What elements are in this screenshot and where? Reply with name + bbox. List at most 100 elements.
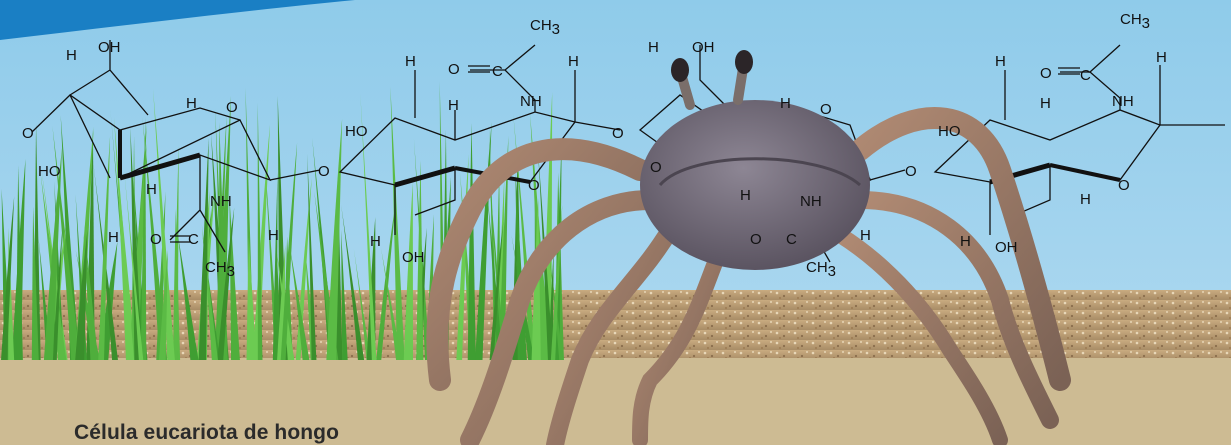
grass-blade xyxy=(413,139,430,360)
grass-blade xyxy=(113,117,135,360)
grass-blade xyxy=(275,244,295,360)
svg-text:NH: NH xyxy=(210,193,232,210)
grass-blade xyxy=(487,191,503,360)
grass-blade xyxy=(83,233,98,360)
svg-text:H: H xyxy=(268,227,279,244)
grass-blade xyxy=(288,241,310,360)
svg-text:H: H xyxy=(568,53,579,70)
grass-blade xyxy=(548,249,554,360)
svg-text:O: O xyxy=(448,61,460,78)
svg-text:H: H xyxy=(995,53,1006,70)
grass-blade xyxy=(467,122,476,360)
grass-blade xyxy=(307,153,317,360)
grass-blade xyxy=(353,248,371,360)
svg-text:H: H xyxy=(740,187,751,204)
svg-text:H: H xyxy=(1040,95,1051,112)
grass-blade xyxy=(153,88,175,360)
svg-text:O: O xyxy=(650,159,662,176)
svg-text:O: O xyxy=(528,177,540,194)
svg-text:H: H xyxy=(648,39,659,56)
svg-text:O: O xyxy=(905,163,917,180)
grass-blade xyxy=(60,115,80,360)
svg-text:H: H xyxy=(66,47,77,64)
svg-text:NH: NH xyxy=(520,93,542,110)
svg-text:CH3: CH3 xyxy=(530,17,560,38)
svg-text:O: O xyxy=(750,231,762,248)
grass-blade xyxy=(252,124,270,361)
svg-text:C: C xyxy=(492,63,503,80)
svg-text:H: H xyxy=(108,229,119,246)
grass-blade xyxy=(38,238,52,360)
grass-blade xyxy=(257,102,263,361)
grass-blade xyxy=(1,196,15,360)
grass-blade xyxy=(40,172,67,360)
grass-blade xyxy=(390,86,405,361)
svg-text:H: H xyxy=(370,233,381,250)
svg-text:C: C xyxy=(1080,67,1091,84)
grass-blade xyxy=(142,117,168,360)
grass-blade xyxy=(214,115,227,360)
grass-blade xyxy=(130,127,143,360)
grass-blade xyxy=(123,167,144,360)
grass-blade xyxy=(246,237,257,360)
svg-text:O: O xyxy=(22,125,34,142)
grass-blade xyxy=(272,172,278,360)
grass-blade xyxy=(75,194,88,360)
grass-blade xyxy=(75,229,88,360)
grass-blade xyxy=(84,224,99,360)
grass-blade xyxy=(304,245,317,360)
grass-blade xyxy=(341,229,348,360)
grass-blade xyxy=(326,118,343,360)
grass-blade xyxy=(158,249,168,360)
svg-text:O: O xyxy=(612,125,624,142)
svg-text:C: C xyxy=(188,231,199,248)
grass-blade xyxy=(487,153,506,360)
svg-text:HO: HO xyxy=(38,163,61,180)
svg-text:C: C xyxy=(786,231,797,248)
grass-blade xyxy=(140,117,147,360)
grass-blade xyxy=(416,160,424,360)
grass-blade xyxy=(489,221,504,360)
grass-blade xyxy=(31,206,39,360)
grass-blade xyxy=(217,207,235,360)
molecule-labels: OH H O HO H O H NH H O C CH3 H O H HO H … xyxy=(22,11,1167,280)
svg-text:H: H xyxy=(448,97,459,114)
svg-text:O: O xyxy=(1040,65,1052,82)
svg-text:O: O xyxy=(226,99,238,116)
svg-text:H: H xyxy=(1156,49,1167,66)
grass-blade xyxy=(380,247,402,360)
grass-blade xyxy=(403,182,414,360)
svg-text:H: H xyxy=(405,53,416,70)
svg-text:H: H xyxy=(146,181,157,198)
grass-blade xyxy=(341,204,365,360)
corner-banner xyxy=(0,0,355,40)
svg-text:CH3: CH3 xyxy=(205,259,235,280)
svg-text:OH: OH xyxy=(692,39,715,56)
svg-text:H: H xyxy=(780,95,791,112)
grass-blade xyxy=(177,232,199,360)
svg-text:HO: HO xyxy=(345,123,368,140)
grass-blade xyxy=(376,202,396,360)
svg-text:CH3: CH3 xyxy=(1120,11,1150,32)
svg-text:H: H xyxy=(1080,191,1091,208)
svg-text:O: O xyxy=(820,101,832,118)
grass-blade xyxy=(245,87,254,361)
grass-blade xyxy=(202,234,221,360)
grass-blade xyxy=(173,145,179,360)
svg-text:NH: NH xyxy=(800,193,822,210)
svg-text:O: O xyxy=(1118,177,1130,194)
svg-text:O: O xyxy=(150,231,162,248)
svg-text:H: H xyxy=(860,227,871,244)
grass-blade xyxy=(264,154,280,360)
svg-text:OH: OH xyxy=(402,249,425,266)
grass-blade xyxy=(43,147,63,360)
caption: Célula eucariota de hongo xyxy=(74,421,340,444)
svg-text:H: H xyxy=(186,95,197,112)
grass-blade xyxy=(498,135,509,360)
svg-text:NH: NH xyxy=(1112,93,1134,110)
grass-blade xyxy=(277,95,288,361)
grass-blade xyxy=(128,143,147,360)
grass-blade xyxy=(52,227,63,360)
